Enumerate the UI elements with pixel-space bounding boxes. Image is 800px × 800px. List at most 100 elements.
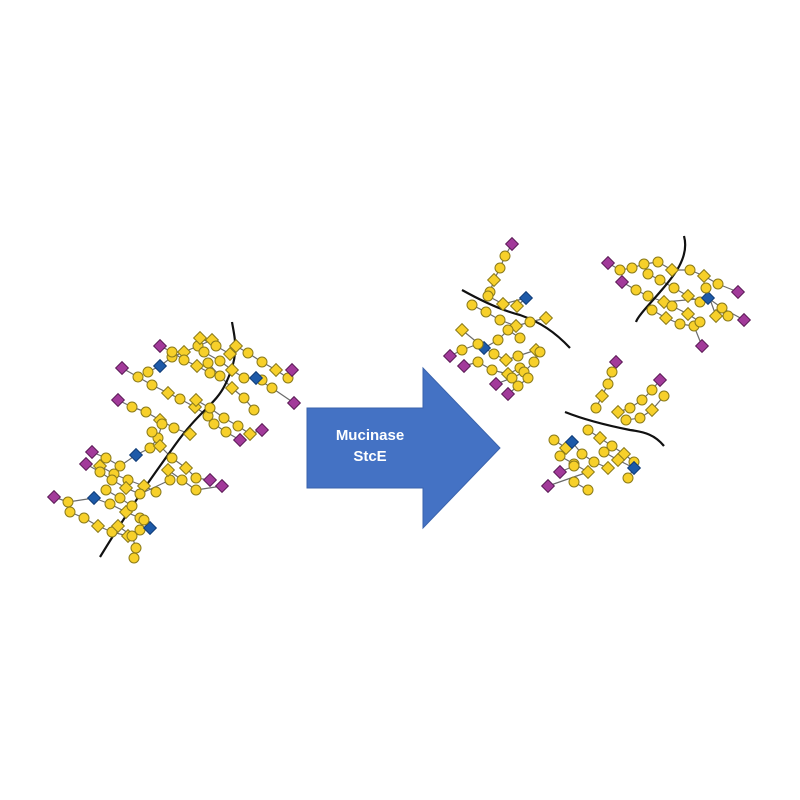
galactose-circle (642, 268, 654, 280)
galactose-circle (134, 488, 146, 500)
sialic-acid-diamond (214, 478, 230, 494)
galactose-circle (606, 366, 618, 378)
galactose-circle (654, 274, 666, 286)
galnac-square (189, 358, 205, 374)
galactose-circle (630, 284, 642, 296)
sialic-acid-diamond (504, 236, 520, 252)
galnac-square (242, 426, 258, 442)
galactose-circle (114, 460, 126, 472)
galactose-circle (582, 484, 594, 496)
galactose-circle (204, 402, 216, 414)
galnac-square (610, 452, 626, 468)
galnac-square (268, 362, 284, 378)
galnac-square (176, 344, 192, 360)
galactose-circle (204, 367, 216, 379)
galnac-square (592, 430, 608, 446)
galactose-circle (524, 316, 536, 328)
galactose-circle (198, 346, 210, 358)
galnac-square (188, 392, 204, 408)
galactose-circle (164, 474, 176, 486)
galactose-circle (130, 542, 142, 554)
galactose-circle (624, 402, 636, 414)
galactose-circle (256, 356, 268, 368)
galactose-circle (100, 452, 112, 464)
galactose-circle (214, 370, 226, 382)
galactose-circle (150, 486, 162, 498)
galactose-circle (588, 456, 600, 468)
arrow-shape (306, 366, 501, 530)
galactose-circle (642, 290, 654, 302)
sialic-acid-diamond (442, 348, 458, 364)
galactose-circle (506, 372, 518, 384)
galactose-circle (174, 393, 186, 405)
sialic-acid-diamond (500, 386, 516, 402)
galactose-circle (674, 318, 686, 330)
galactose-circle (178, 354, 190, 366)
galnac-square (192, 330, 208, 346)
galnac-square (495, 296, 511, 312)
glcnac-square (86, 490, 102, 506)
sialic-acid-diamond (286, 395, 302, 411)
galactose-circle (712, 278, 724, 290)
galactose-circle (494, 262, 506, 274)
galactose-circle (716, 302, 728, 314)
galactose-circle (684, 264, 696, 276)
sialic-acid-diamond (730, 284, 746, 300)
galnac-square (538, 310, 554, 326)
galactose-circle (512, 350, 524, 362)
galnac-square (160, 385, 176, 401)
sialic-acid-diamond (110, 392, 126, 408)
galactose-circle (480, 306, 492, 318)
galactose-circle (104, 498, 116, 510)
galnac-square (708, 308, 724, 324)
galactose-circle (488, 348, 500, 360)
galactose-circle (140, 406, 152, 418)
galactose-circle (568, 476, 580, 488)
sialic-acid-diamond (46, 489, 62, 505)
galactose-circle (238, 392, 250, 404)
galactose-circle (620, 414, 632, 426)
galnac-square (224, 362, 240, 378)
galactose-circle (126, 401, 138, 413)
galnac-square (610, 404, 626, 420)
peptide-backbone (564, 410, 665, 447)
galnac-square (454, 322, 470, 338)
galactose-circle (646, 304, 658, 316)
sialic-acid-diamond (614, 274, 630, 290)
galactose-circle (168, 422, 180, 434)
galactose-circle (64, 506, 76, 518)
glcnac-square (564, 434, 580, 450)
galactose-circle (582, 424, 594, 436)
galactose-circle (638, 258, 650, 270)
galactose-circle (636, 394, 648, 406)
sialic-acid-diamond (202, 472, 218, 488)
galactose-circle (614, 264, 626, 276)
galnac-square (580, 464, 596, 480)
glycosidic-link (547, 471, 589, 487)
arrow-label-line2: StcE (353, 448, 386, 465)
sialic-acid-diamond (84, 444, 100, 460)
galnac-square (594, 388, 610, 404)
galactose-circle (166, 346, 178, 358)
galnac-square (498, 352, 514, 368)
glcnac-square (700, 290, 716, 306)
galactose-circle (166, 452, 178, 464)
sialic-acid-diamond (488, 376, 504, 392)
galactose-circle (62, 496, 74, 508)
galnac-square (152, 438, 168, 454)
peptide-backbone (461, 289, 571, 349)
galactose-circle (668, 282, 680, 294)
galactose-circle (598, 446, 610, 458)
galnac-square (664, 262, 680, 278)
galnac-square (658, 310, 674, 326)
galactose-circle (138, 514, 150, 526)
sialic-acid-diamond (284, 362, 300, 378)
galactose-circle (554, 450, 566, 462)
galactose-circle (652, 256, 664, 268)
galactose-circle (626, 262, 638, 274)
galactose-circle (502, 324, 514, 336)
sialic-acid-diamond (540, 478, 556, 494)
galactose-circle (210, 340, 222, 352)
sialic-acid-diamond (152, 338, 168, 354)
sialic-acid-diamond (652, 372, 668, 388)
